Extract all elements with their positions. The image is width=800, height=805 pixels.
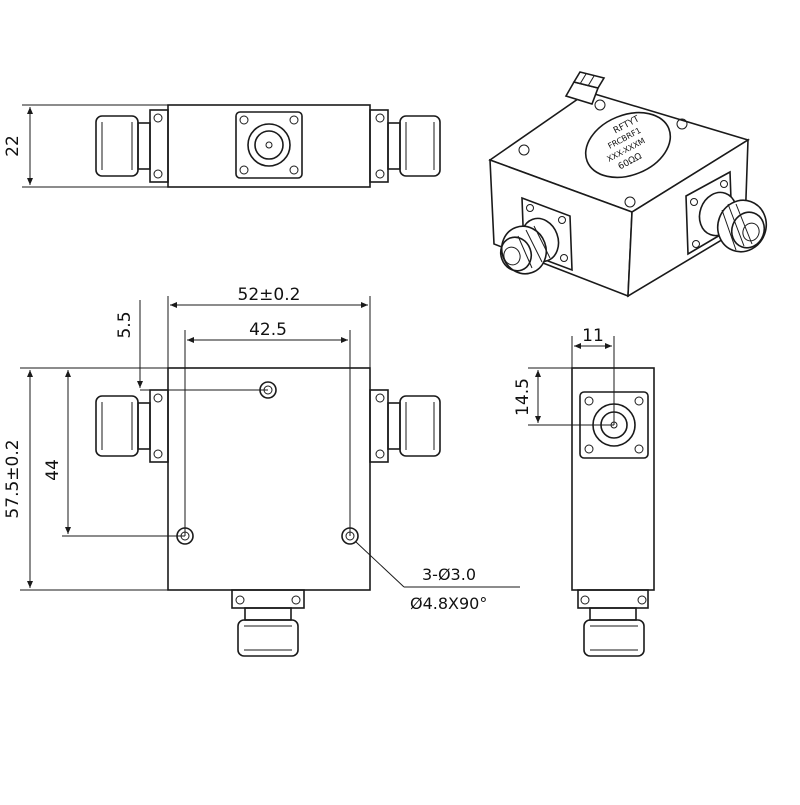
end-view: 11 14.5 [513, 326, 655, 657]
iso-right-connector [685, 170, 768, 256]
dim-hole-spacing-y: 44 [43, 459, 63, 481]
top-left-connector [95, 389, 169, 463]
iso-label-plate [584, 111, 672, 179]
dim-hole-spacing-x: 42.5 [249, 320, 287, 340]
end-view-bottom-connector [577, 589, 649, 657]
top-right-connector [369, 389, 441, 463]
dim-top-height: 57.5±0.2 [3, 439, 23, 518]
dim-connector-flange: 11 [582, 326, 604, 346]
iso-rear-connector [564, 71, 606, 105]
dim-side-height: 22 [3, 135, 23, 157]
dim-hole-offset: 5.5 [115, 311, 135, 338]
side-view-body [167, 104, 371, 188]
dim-top-width: 52±0.2 [238, 285, 301, 305]
side-right-connector [369, 109, 441, 183]
side-left-connector [95, 109, 169, 183]
dim-connector-offset: 14.5 [513, 378, 533, 416]
end-view-body [571, 367, 655, 591]
top-view: 52±0.2 42.5 5.5 57.5±0.2 44 3-Ø3.0 Ø4.8X… [3, 285, 520, 657]
hole-callout-countersink: Ø4.8X90° [410, 594, 487, 613]
side-view: 22 [3, 104, 441, 188]
hole-callout-count: 3-Ø3.0 [422, 565, 476, 584]
side-center-connector [235, 111, 303, 179]
isometric-view: RFTYT FRCBRF1 XXX-XXXM 60ΩΩ [488, 71, 768, 298]
iso-left-connector [499, 196, 573, 275]
top-view-body [167, 367, 371, 591]
top-bottom-connector [231, 589, 305, 657]
